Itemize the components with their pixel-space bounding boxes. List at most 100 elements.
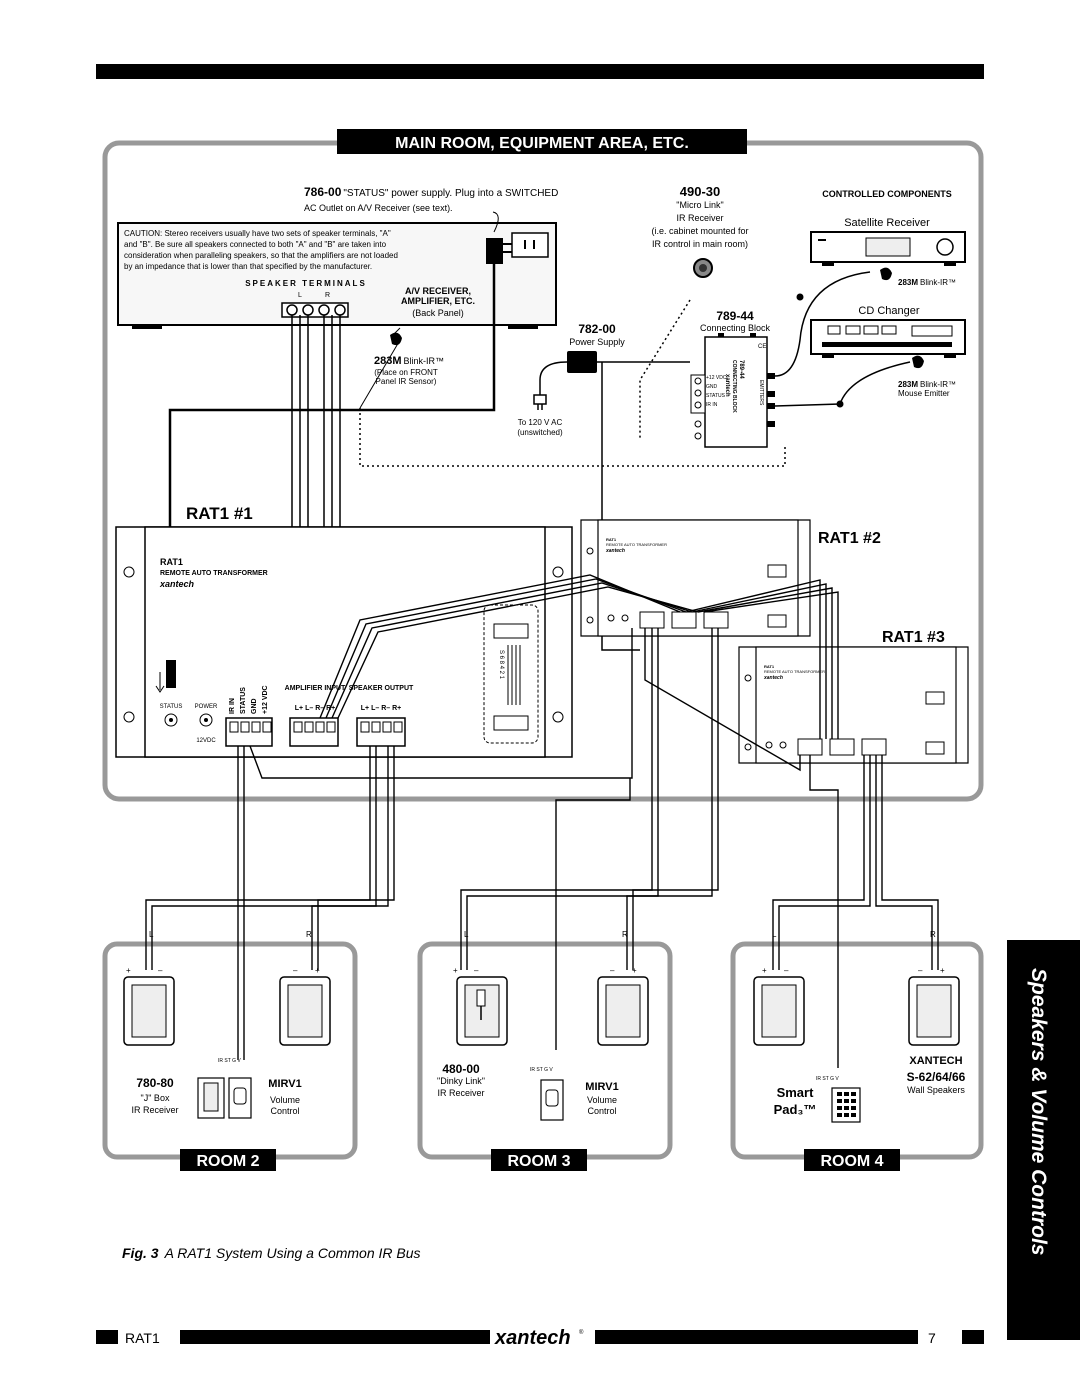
ps782-name: Power Supply [569, 337, 625, 347]
cb-brand: xantech [724, 374, 730, 397]
micro-link-type: IR Receiver [676, 213, 723, 223]
main-title: MAIN ROOM, EQUIPMENT AREA, ETC. [395, 135, 689, 152]
rat1-1-brand: xantech [159, 579, 195, 589]
ps782-ac: To 120 V AC [518, 418, 563, 427]
room-4-minus-r: – [918, 966, 923, 975]
room-3-plus: + [453, 966, 458, 975]
footer-model: RAT1 [125, 1330, 160, 1346]
rat1-1-spk: SPEAKER OUTPUT [349, 685, 414, 692]
room-4: L R + – – + IR ST G V Smart Pad₃™ XANTEC… [753, 930, 966, 1171]
rat1-1-vdc: 12VDC [196, 738, 216, 744]
cb-name: Connecting Block [700, 323, 771, 333]
room-4-bus: IR ST G V [816, 1076, 839, 1082]
receiver-name-2: AMPLIFIER, ETC. [401, 296, 475, 306]
room-2-r: R [306, 930, 312, 939]
cb-body: 789-44 [738, 360, 744, 379]
rat-wiring [249, 574, 839, 840]
room-3-ctl-name: Volume [587, 1095, 617, 1105]
terminal-screw [334, 304, 346, 316]
cb-body-2: CONNECTING BLOCK [731, 360, 737, 413]
rat1-3-sub: REMOTE AUTO TRANSFORMER [764, 669, 825, 674]
side-tab [1007, 940, 1080, 1340]
room-4-plus: + [762, 966, 767, 975]
ps782-ac-2: (unswitched) [517, 428, 563, 437]
rat1-unit-1: RAT1 #1 RAT1 REMOTE AUTO TRANSFORMER xan… [115, 504, 573, 758]
footer-block-right [962, 1330, 984, 1344]
rat1-1-ir: +12 VDC [262, 685, 269, 714]
ps786-text: 786-00"STATUS" power supply. Plug into a… [304, 185, 558, 199]
cd-changer [810, 319, 966, 355]
room-2-l: L [149, 930, 154, 939]
main-title-bar [337, 129, 747, 154]
receiver-name: A/V RECEIVER, [405, 286, 471, 296]
cd-label: CD Changer [858, 305, 919, 317]
room-3-panel [417, 941, 673, 1160]
cb-part: 789-44 [716, 309, 754, 323]
room-3-rcv-type: IR Receiver [437, 1088, 484, 1098]
cb-port: STATUS [706, 393, 726, 399]
terminal-l-label: L [298, 292, 302, 299]
caution-text: CAUTION: Stereo receivers usually have t… [124, 229, 400, 271]
speaker-terminals-label: SPEAKER TERMINALS [245, 279, 367, 288]
room-4-label: ROOM 4 [820, 1153, 883, 1170]
rat1-2-label: RAT1 #2 [818, 530, 881, 547]
ps786-line2: AC Outlet on A/V Receiver (see text). [304, 203, 453, 213]
micro-link-name: "Micro Link" [676, 200, 723, 210]
room-3-badge [491, 1149, 587, 1171]
rat1-3-brand: xantech [763, 675, 783, 681]
footer-page: 7 [928, 1330, 936, 1346]
micro-link-note-2: IR control in main room) [652, 239, 748, 249]
footer-rule-left [180, 1330, 490, 1344]
cb-port: GND [706, 384, 718, 390]
rat1-1-label: RAT1 #1 [186, 504, 253, 523]
footer-brand: xantech [494, 1327, 571, 1349]
room-3-bus: IR ST G V [530, 1067, 553, 1073]
smart-pad-label-2: Pad₃™ [774, 1102, 817, 1117]
rat1-1-ir: GND [251, 698, 258, 714]
rat1-2-name: RAT1 [606, 537, 617, 542]
sat-label: Satellite Receiver [844, 217, 930, 229]
controlled-heading: CONTROLLED COMPONENTS [822, 189, 952, 199]
registered-mark: ® [579, 1329, 584, 1336]
room-2-bus: IR ST G V [218, 1058, 241, 1064]
ps786-wall-wart [486, 238, 503, 264]
micro-link-part: 490-30 [680, 184, 720, 199]
room-2-rcv-part: 780-80 [136, 1076, 174, 1090]
room-2-minus: – [158, 966, 163, 975]
ps782-part: 782-00 [578, 322, 616, 336]
room-3-r: R [622, 930, 628, 939]
connecting-block: 789-44 Connecting Block CE 789-44 CONNEC… [690, 309, 775, 448]
room-2-panel [102, 941, 358, 1160]
av-receiver: CAUTION: Stereo receivers usually have t… [117, 222, 557, 329]
room-3-minus: – [474, 966, 479, 975]
room-wiring [145, 746, 939, 1068]
front-emitter-note: (Place on FRONT [374, 368, 438, 377]
room-2-minus-r: – [293, 966, 298, 975]
smart-pad-label: Smart [777, 1085, 815, 1100]
room-4-spk-part: S-62/64/66 [907, 1070, 966, 1084]
room-2-rcv-name: "J" Box [141, 1093, 170, 1103]
room-2-volume-control [228, 1077, 252, 1119]
room-3-plus-r: + [632, 966, 637, 975]
room-2-ctl-part: MIRV1 [268, 1078, 301, 1090]
ir-bus-dashed [359, 299, 786, 467]
cb-emitters: EMITTERS [758, 380, 764, 406]
smart-pad-keys [837, 1092, 856, 1117]
room-4-plus-r: + [940, 966, 945, 975]
micro-link-receiver: 490-30 "Micro Link" IR Receiver (i.e. ca… [651, 184, 749, 278]
room-3-rcv-name: "Dinky Link" [437, 1076, 485, 1086]
room-2-ctl-name: Volume [270, 1095, 300, 1105]
cb-ce: CE [758, 344, 766, 350]
em2-note: Mouse Emitter [898, 389, 950, 398]
footer-rule-right [595, 1330, 918, 1344]
rat1-3-name: RAT1 [764, 664, 775, 669]
room-2-plus-r: + [315, 966, 320, 975]
room-4-brand: XANTECH [909, 1055, 962, 1067]
room-2: L R + – – + IR ST G V 780-80 "J" Box IR … [123, 930, 331, 1171]
room-3-ctl-part: MIRV1 [585, 1081, 618, 1093]
